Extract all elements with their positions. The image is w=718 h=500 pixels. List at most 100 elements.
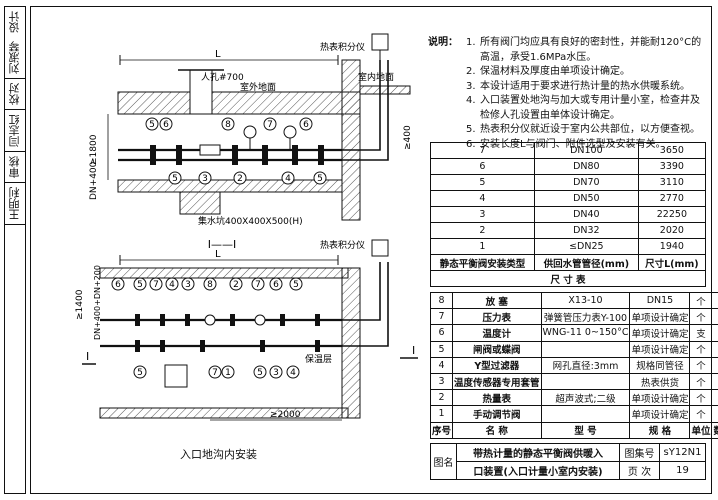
material-header-row: 序号名 称型 号规 格单位数量 — [429, 421, 718, 439]
size-cell: DN80 — [533, 158, 639, 175]
svg-text:4: 4 — [169, 280, 175, 290]
material-cell: 2 — [711, 324, 718, 342]
section-view: L 人孔#700 室外地面 室内地面 集水坑400X400X500(H) — [89, 33, 413, 251]
section-label: I——I — [208, 238, 237, 251]
material-cell: 弹簧管压力表Y-100 — [540, 308, 631, 326]
material-cell: 温度计 — [452, 324, 542, 342]
size-cell: 22250 — [637, 206, 707, 223]
size-cell: 3110 — [637, 174, 707, 191]
svg-text:8: 8 — [225, 120, 231, 130]
size-cell: 5 — [430, 174, 535, 191]
material-row: 1手动调节阀单项设计确定个1 — [429, 405, 718, 423]
svg-text:5: 5 — [257, 368, 263, 378]
material-cell: DN15 — [629, 291, 691, 310]
material-cell: 单项设计确定 — [629, 308, 691, 326]
svg-text:5: 5 — [137, 368, 143, 378]
size-cell: 3650 — [637, 142, 707, 159]
material-cell: 8 — [429, 291, 454, 310]
sump-label: 集水坑400X400X500(H) — [198, 215, 303, 227]
note-text: 所有阀门均应具有良好的密封性，并能耐120°C的高温，承受1.6MPa水压。 — [480, 37, 702, 63]
size-cell: DN70 — [533, 174, 639, 191]
title-label: 图名 — [430, 443, 457, 480]
material-cell: 6 — [429, 324, 454, 342]
material-cell: 压力表 — [452, 308, 542, 326]
size-cell: 3 — [430, 206, 535, 223]
svg-text:5: 5 — [172, 174, 178, 184]
drawing-title-line2: 口装置(入口计量小室内安装) — [456, 461, 620, 480]
material-cell: 单项设计确定 — [629, 324, 691, 342]
notes-block: 说明： 1.所有阀门均应具有良好的密封性，并能耐120°C的高温，承受1.6MP… — [428, 36, 708, 152]
size-cell: 2020 — [637, 222, 707, 239]
svg-text:7: 7 — [267, 120, 273, 130]
material-cell: 个 — [689, 308, 713, 326]
material-cell: 个 — [689, 291, 713, 310]
dim-dn400: DN+400 — [89, 161, 99, 200]
material-cell: 热表供货 — [629, 372, 691, 391]
size-header-cell: 尺寸L(mm) — [637, 254, 707, 271]
dim-L-bottom: L — [215, 249, 221, 260]
material-cell: 4 — [429, 356, 454, 374]
material-header-cell: 数量 — [711, 421, 718, 439]
material-cell: 2 — [429, 389, 454, 407]
material-header-cell: 名 称 — [452, 421, 542, 439]
size-cell: 2 — [430, 222, 535, 239]
material-cell: 个 — [689, 372, 713, 391]
material-cell: 1 — [711, 389, 718, 407]
dim-L-top: L — [215, 49, 221, 60]
heat-meter-box-label-2: 热表积分仪 — [320, 239, 365, 251]
note-text: 保温材料及厚度由单项设计确定。 — [480, 66, 630, 77]
material-cell: 网孔直径:3mm — [540, 356, 631, 374]
svg-text:3: 3 — [185, 280, 191, 290]
material-cell: 5 — [711, 291, 718, 310]
svg-text:5: 5 — [137, 280, 143, 290]
material-cell: 1 — [711, 405, 718, 423]
size-header-cell: 静态平衡阀安装类型 — [430, 254, 535, 271]
note-number: 2. — [466, 66, 476, 77]
manhole-label: 人孔#700 — [201, 72, 244, 83]
material-cell: Y型过滤器 — [452, 356, 542, 374]
page-label: 页 次 — [619, 461, 660, 480]
dim-400: ≥400 — [403, 125, 413, 150]
material-cell: 超声波式;二级 — [540, 389, 631, 407]
size-cell: 4 — [430, 190, 535, 207]
material-cell: 5 — [711, 308, 718, 326]
svg-text:6: 6 — [163, 120, 169, 130]
material-cell: WNG-11 0~150°C — [540, 324, 631, 342]
svg-text:1: 1 — [225, 368, 231, 378]
svg-text:4: 4 — [285, 174, 291, 184]
material-cell: 5 — [429, 340, 454, 358]
size-cell: 1 — [430, 238, 535, 255]
material-cell: 3 — [429, 372, 454, 391]
material-cell: 热量表 — [452, 389, 542, 407]
material-cell: 7 — [429, 308, 454, 326]
indoor-ground-label: 室内地面 — [358, 71, 394, 83]
svg-text:6: 6 — [273, 280, 279, 290]
plan-caption: 入口地沟内安装 — [180, 448, 257, 461]
dim-1400: ≥1400 — [75, 289, 85, 320]
size-title-row: 尺 寸 表 — [430, 270, 706, 287]
drawing-title-line1: 带热计量的静态平衡阀供暖入 — [456, 443, 620, 462]
signature-column: 设计 刘淑琴 校对 闫志红 审核 王明利 — [4, 6, 26, 494]
material-cell: 1 — [429, 405, 454, 423]
size-cell: ≤DN25 — [533, 238, 639, 255]
note-text: 入口装置处地沟与加大或专用计量小室，检查井及检修人孔设置由单体设计确定。 — [480, 95, 700, 121]
size-header-row: 静态平衡阀安装类型供回水管管径(mm)尺寸L(mm) — [430, 254, 707, 271]
note-text: 本设计适用于要求进行热计量的热水供暖系统。 — [480, 80, 690, 92]
size-cell: 6 — [430, 158, 535, 175]
note-number: 4. — [466, 95, 476, 106]
title-block: 图名 带热计量的静态平衡阀供暖入 图集号 sY12N1 口装置(入口计量小室内安… — [430, 443, 706, 480]
sheet-frame — [30, 6, 712, 494]
material-cell: 2 — [711, 356, 718, 374]
section-mark-left: I — [86, 350, 89, 363]
svg-text:7: 7 — [212, 368, 218, 378]
